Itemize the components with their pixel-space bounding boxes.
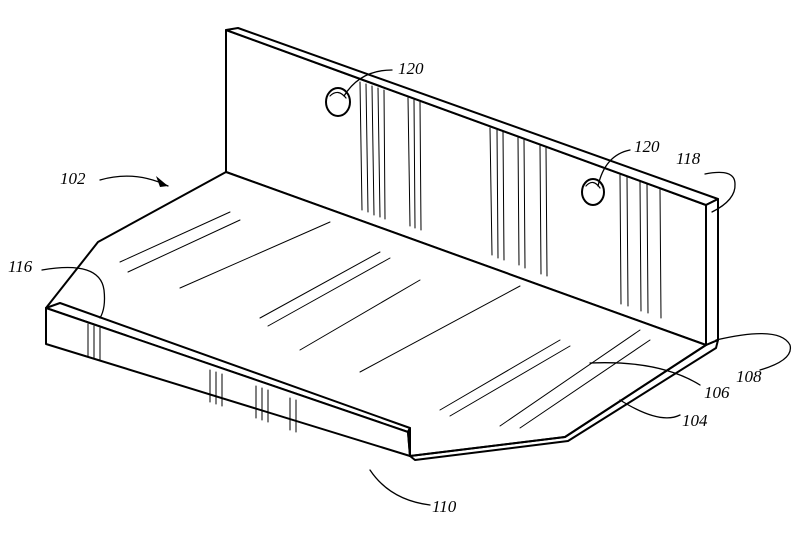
ref-102: 102	[60, 169, 86, 188]
front-lip-shading	[87, 323, 297, 433]
ref-120-left: 120	[398, 59, 424, 78]
reference-numerals: 102 116 120 120 118 108 106 104 110	[8, 59, 762, 516]
ref-108: 108	[736, 367, 762, 386]
ref-104: 104	[682, 411, 708, 430]
leader-lines	[41, 69, 792, 506]
ref-110: 110	[432, 497, 457, 516]
ref-120-right: 120	[634, 137, 660, 156]
base-plate-shading	[119, 211, 651, 429]
back-wall-shading	[359, 81, 662, 319]
ref-118: 118	[676, 149, 701, 168]
ref-116: 116	[8, 257, 33, 276]
hole-right	[581, 178, 605, 206]
front-lip	[45, 302, 411, 457]
ref-106: 106	[704, 383, 730, 402]
